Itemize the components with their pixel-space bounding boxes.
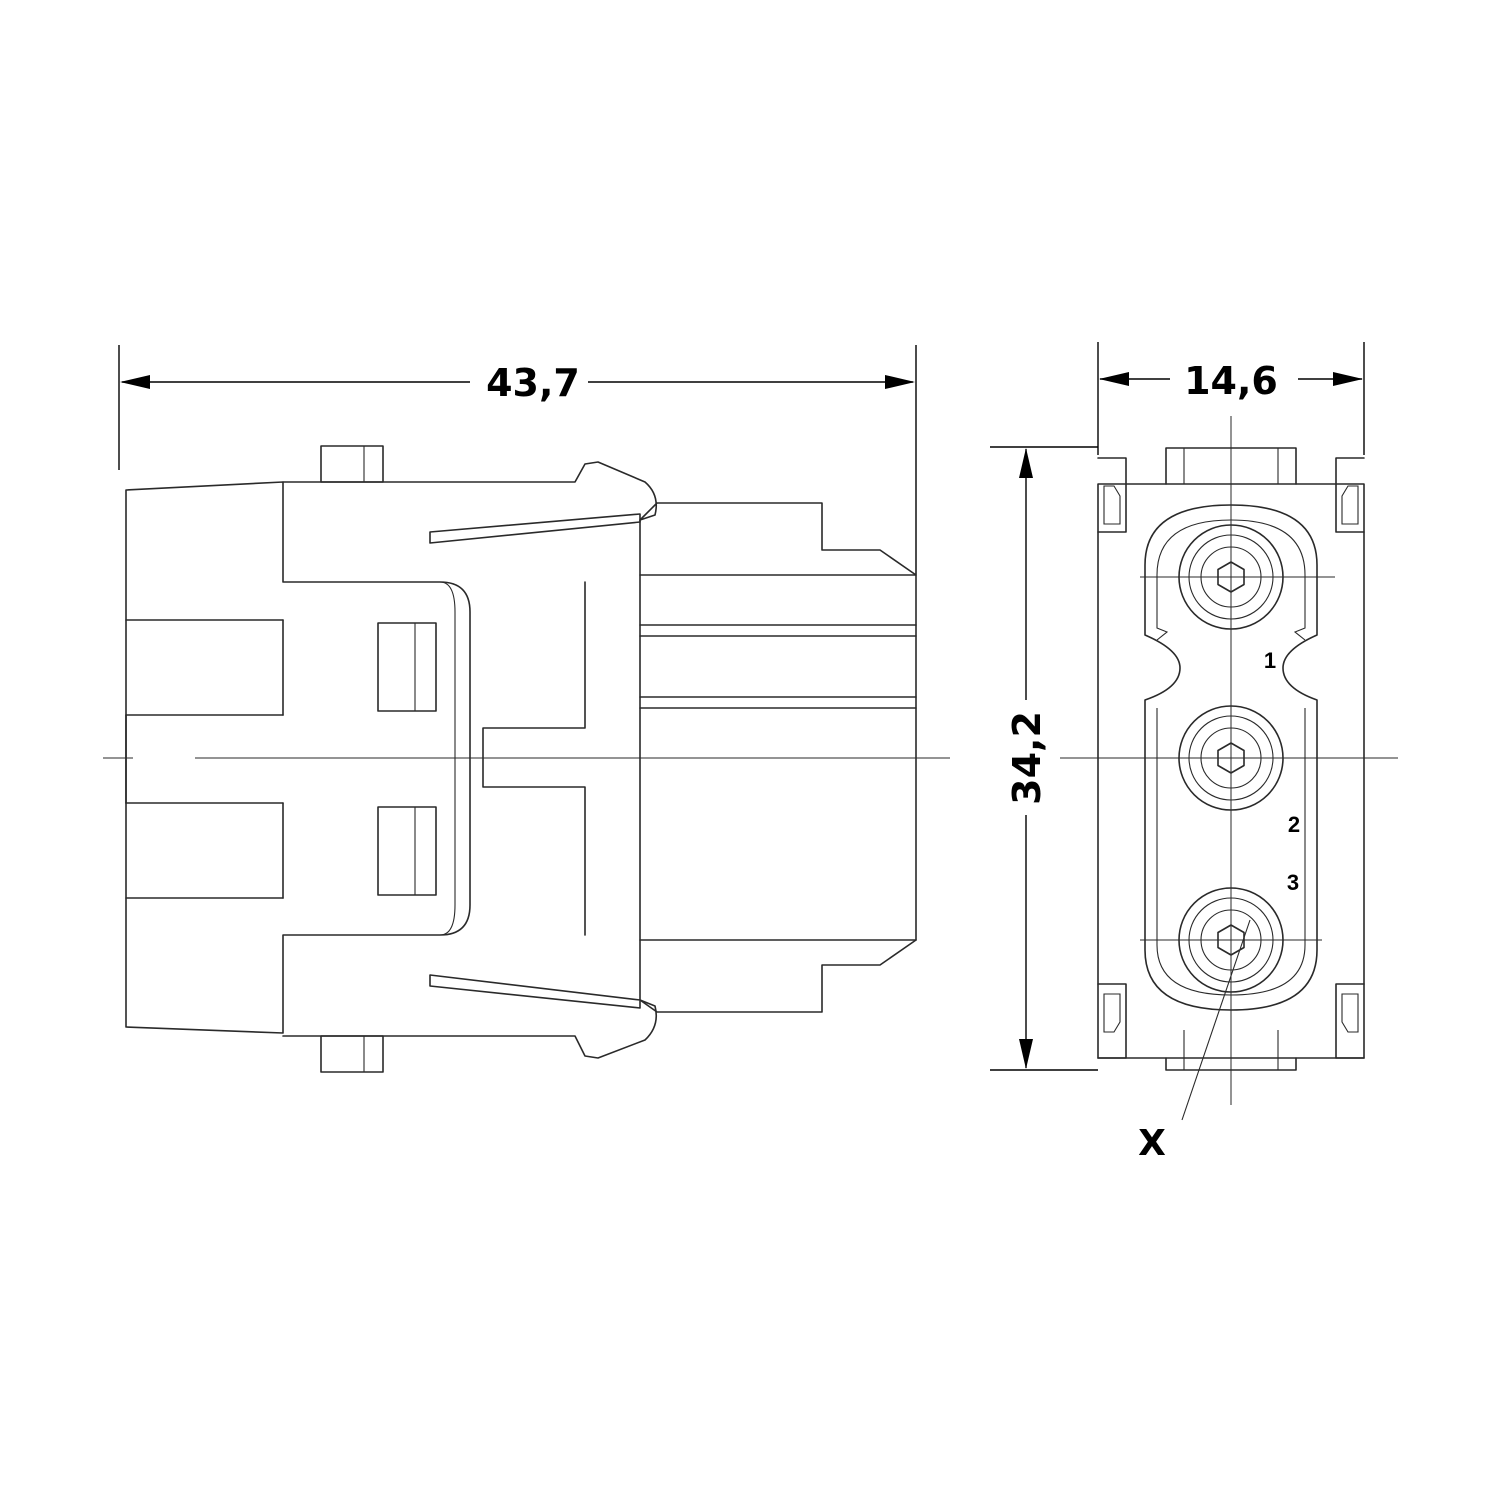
dimension-width: 14,6	[1097, 342, 1365, 455]
locking-latch-lower	[429, 974, 641, 1009]
locking-latch-upper	[429, 513, 641, 544]
dimension-length: 43,7	[118, 345, 917, 575]
side-view	[103, 445, 950, 1073]
inspection-window-lower	[377, 806, 437, 896]
bottom-locking-tab	[320, 1035, 384, 1073]
front-body-outline	[1097, 483, 1365, 1059]
dimension-length-label: 43,7	[486, 361, 580, 405]
callout-label: X	[1138, 1123, 1166, 1164]
top-locking-tab	[320, 445, 384, 483]
front-view: 1 2 3 X	[1060, 416, 1398, 1164]
pin-number-2: 2	[1288, 812, 1300, 837]
contact-insert-outline	[1144, 504, 1318, 1011]
inspection-window-upper	[377, 622, 437, 712]
contact-1	[1178, 524, 1284, 630]
callout-leader	[1181, 919, 1251, 1121]
dimension-height-label: 34,2	[1005, 711, 1049, 805]
dimension-width-label: 14,6	[1184, 359, 1278, 403]
dimension-height: 34,2	[990, 446, 1098, 1071]
contact-3	[1178, 887, 1284, 993]
middle-body	[282, 461, 658, 1059]
contact-2	[1178, 705, 1284, 811]
pin-number-1: 1	[1264, 648, 1276, 673]
front-body	[639, 502, 917, 1013]
pin-number-3: 3	[1287, 870, 1299, 895]
corner-brackets	[1097, 457, 1365, 1059]
